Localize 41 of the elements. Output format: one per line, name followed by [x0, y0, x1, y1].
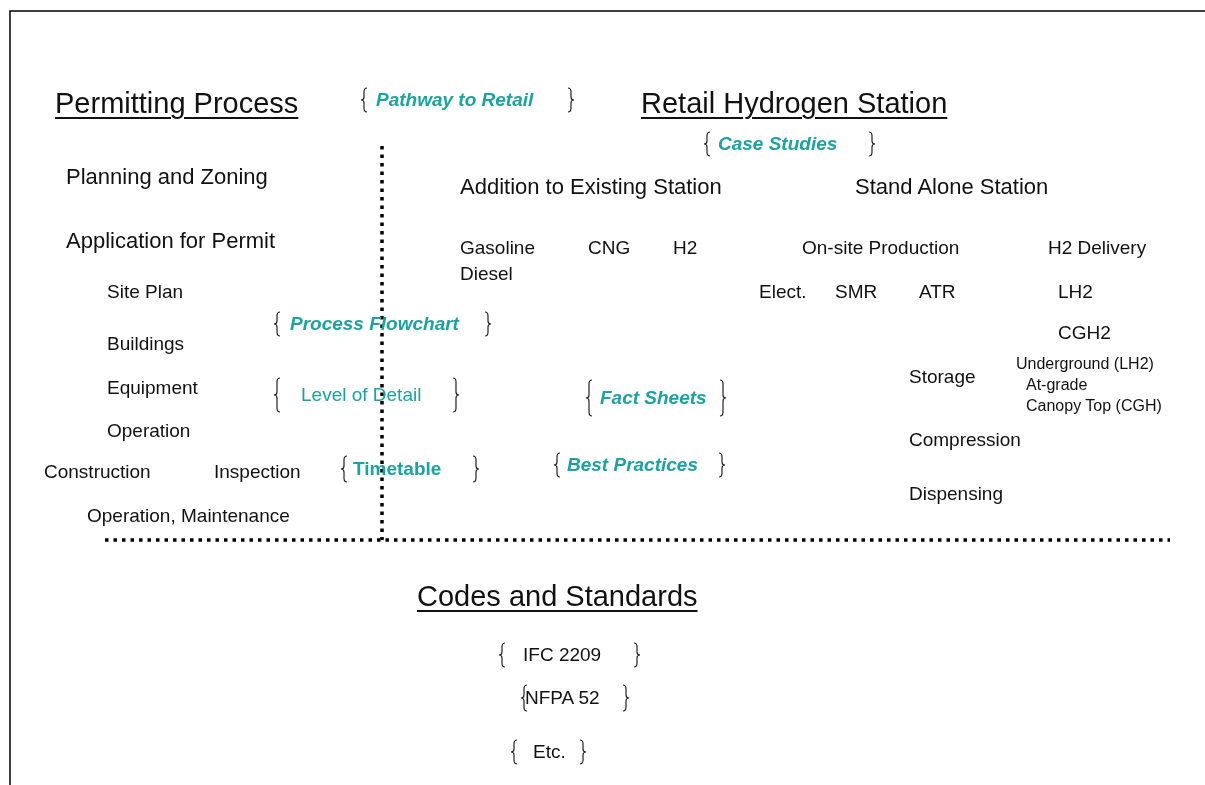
link-label: Best Practices: [567, 453, 698, 476]
link-label: Timetable: [353, 457, 442, 480]
text-label: Storage: [909, 365, 976, 388]
section-heading: Codes and Standards: [417, 580, 698, 614]
text-label: H2: [673, 236, 698, 259]
text-label: Underground (LH2): [1016, 354, 1154, 374]
text-label: At-grade: [1026, 375, 1088, 395]
text-label: IFC 2209: [523, 643, 602, 666]
text-label: Operation: [107, 419, 191, 442]
text-label: Elect.: [759, 280, 807, 303]
link-label: Pathway to Retail: [376, 88, 534, 111]
text-label: Equipment: [107, 376, 198, 399]
text-label: H2 Delivery: [1048, 236, 1147, 259]
text-label: Etc.: [533, 740, 566, 763]
text-label: CGH2: [1058, 321, 1111, 344]
text-label: Operation, Maintenance: [87, 504, 290, 527]
link-label: Level of Detail: [301, 383, 422, 406]
text-label: LH2: [1058, 280, 1093, 303]
link-label: Case Studies: [718, 132, 838, 155]
text-label: NFPA 52: [525, 686, 600, 709]
text-label: Gasoline: [460, 236, 535, 259]
section-heading: Retail Hydrogen Station: [641, 87, 948, 121]
text-label: Planning and Zoning: [66, 164, 268, 190]
text-label: Stand Alone Station: [855, 174, 1049, 200]
text-label: Site Plan: [107, 280, 184, 303]
text-label: Construction: [44, 460, 151, 483]
text-label: CNG: [588, 236, 631, 259]
text-label: Application for Permit: [66, 228, 276, 254]
text-label: On-site Production: [802, 236, 960, 259]
link-label: Process Flowchart: [290, 312, 459, 335]
text-label: Canopy Top (CGH): [1026, 396, 1162, 416]
text-label: ATR: [919, 280, 956, 303]
section-heading: Permitting Process: [55, 87, 299, 121]
text-label: Diesel: [460, 262, 513, 285]
text-label: Dispensing: [909, 482, 1003, 505]
link-label: Fact Sheets: [600, 386, 707, 409]
text-label: Compression: [909, 428, 1021, 451]
text-label: SMR: [835, 280, 878, 303]
text-label: Buildings: [107, 332, 185, 355]
text-label: Addition to Existing Station: [460, 174, 722, 200]
text-label: Inspection: [214, 460, 301, 483]
